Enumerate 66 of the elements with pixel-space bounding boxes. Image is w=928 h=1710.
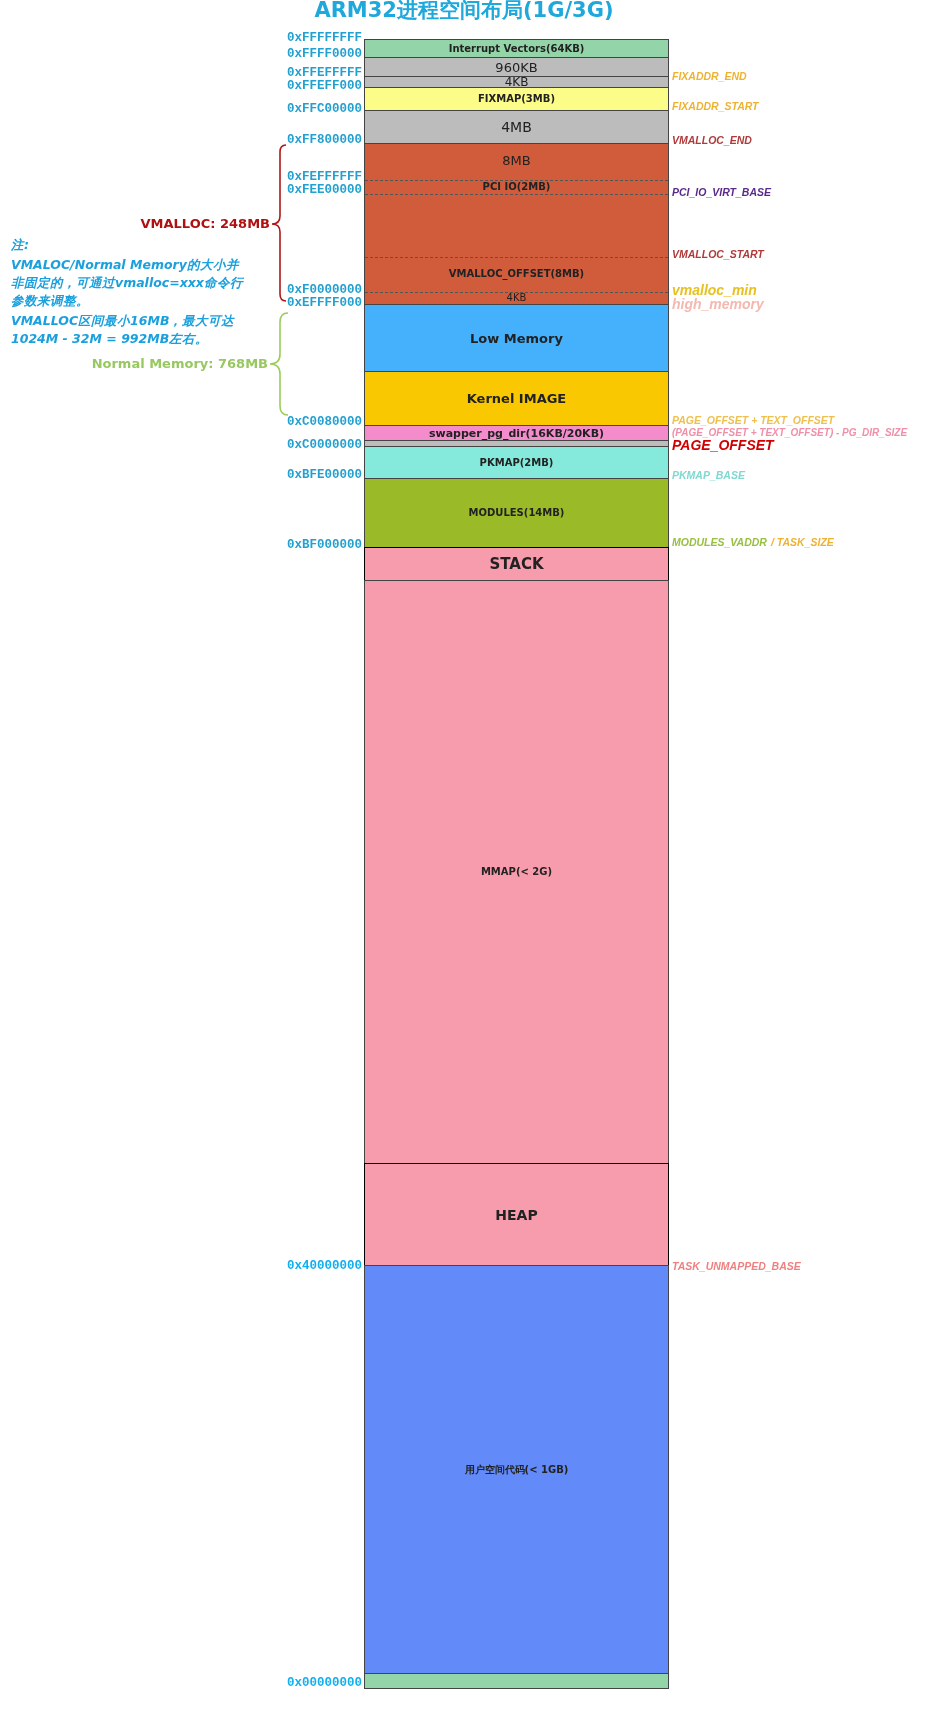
segment-label: 用户空间代码(< 1GB) (464, 1464, 569, 1475)
memory-segment (364, 57, 669, 77)
segment-label: Interrupt Vectors(64KB) (448, 43, 585, 54)
memory-segment (364, 425, 669, 441)
symbol-label: PAGE_OFFSET + TEXT_OFFSET (672, 415, 835, 426)
segment-label: STACK (489, 556, 544, 572)
segment-label: PCI IO(2MB) (481, 182, 552, 192)
memory-segment (364, 547, 669, 581)
segment-label: MODULES(14MB) (468, 508, 565, 518)
address-label: 0xFF800000 (287, 134, 362, 147)
memory-segment (364, 446, 669, 479)
memory-segment (364, 76, 669, 88)
segment-label: 4KB (505, 293, 528, 303)
address-label: 0xC0000000 (287, 439, 362, 452)
segment-label: FIXMAP(3MB) (478, 94, 555, 104)
symbol-label: vmalloc_min (672, 283, 757, 298)
memory-segment (364, 580, 669, 1164)
address-label: 0xFFC00000 (287, 103, 362, 116)
segment-label: VMALLOC_OFFSET(8MB) (447, 269, 586, 279)
segment-label: MMAP(< 2G) (480, 867, 553, 877)
segment-label: 8MB (501, 154, 532, 168)
memory-segment (364, 1163, 669, 1266)
address-label: 0x40000000 (287, 1260, 362, 1273)
address-label: 0xC0080000 (287, 416, 362, 429)
memory-segment (364, 143, 669, 305)
segment-label: PKMAP(2MB) (479, 457, 554, 468)
memory-segment (364, 1265, 669, 1674)
address-label: 0xFFFF0000 (287, 48, 362, 61)
segment-label: 960KB (495, 60, 538, 74)
symbol-label: (PAGE_OFFSET + TEXT_OFFSET) - PG_DIR_SIZE (672, 427, 908, 438)
segment-label: swapper_pg_dir(16KB/20KB) (428, 427, 605, 439)
note-heading: 注: (11, 236, 30, 254)
symbol-label: TASK_UNMAPPED_BASE (672, 1261, 801, 1272)
address-label: 0x00000000 (287, 1677, 362, 1690)
symbol-label: VMALLOC_END (672, 135, 752, 146)
address-label: 0xFFEFF000 (287, 80, 362, 93)
symbol-label: PKMAP_BASE (672, 470, 745, 481)
symbol-label: FIXADDR_END (672, 71, 747, 82)
note-text: VMALLOC区间最小16MB，最大可达1024M - 32M = 992MB左右。 (11, 312, 236, 348)
memory-segment (364, 371, 669, 426)
symbol-label: high_memory (672, 297, 764, 312)
address-label: 0xF0000000 (287, 284, 362, 297)
memory-segment (364, 87, 669, 111)
brace-label: Normal Memory: 768MB (91, 356, 268, 370)
address-label: 0xFEE00000 (287, 184, 362, 197)
segment-label: HEAP (495, 1207, 538, 1222)
memory-segment (364, 1673, 669, 1689)
memory-segment (364, 110, 669, 144)
brace-label: VMALLOC: 248MB (140, 216, 270, 230)
address-label: 0xBFE00000 (287, 469, 362, 482)
segment-label: Kernel IMAGE (466, 392, 567, 405)
segment-label: 4MB (501, 120, 532, 134)
symbol-label: PAGE_OFFSET (672, 438, 774, 453)
note-text: VMALOC/Normal Memory的大小并非固定的，可通过vmalloc=xxx命令行参数来调整。 (11, 256, 245, 310)
symbol-label: MODULES_VADDR (672, 537, 767, 548)
memory-segment (364, 304, 669, 372)
segment-label: Low Memory (470, 331, 563, 345)
address-label: 0xBF000000 (287, 539, 362, 552)
address-label: 0xFFFFFFFF (287, 32, 362, 45)
address-label: 0xEFFFF000 (287, 297, 362, 310)
address-label: 0xFEFFFFFF (287, 171, 362, 184)
segment-label: 4KB (504, 76, 529, 88)
symbol-label: FIXADDR_START (672, 101, 759, 112)
address-label: 0xFFEFFFFF (287, 67, 362, 80)
symbol-label: / TASK_SIZE (771, 537, 834, 548)
memory-segment (364, 478, 669, 548)
